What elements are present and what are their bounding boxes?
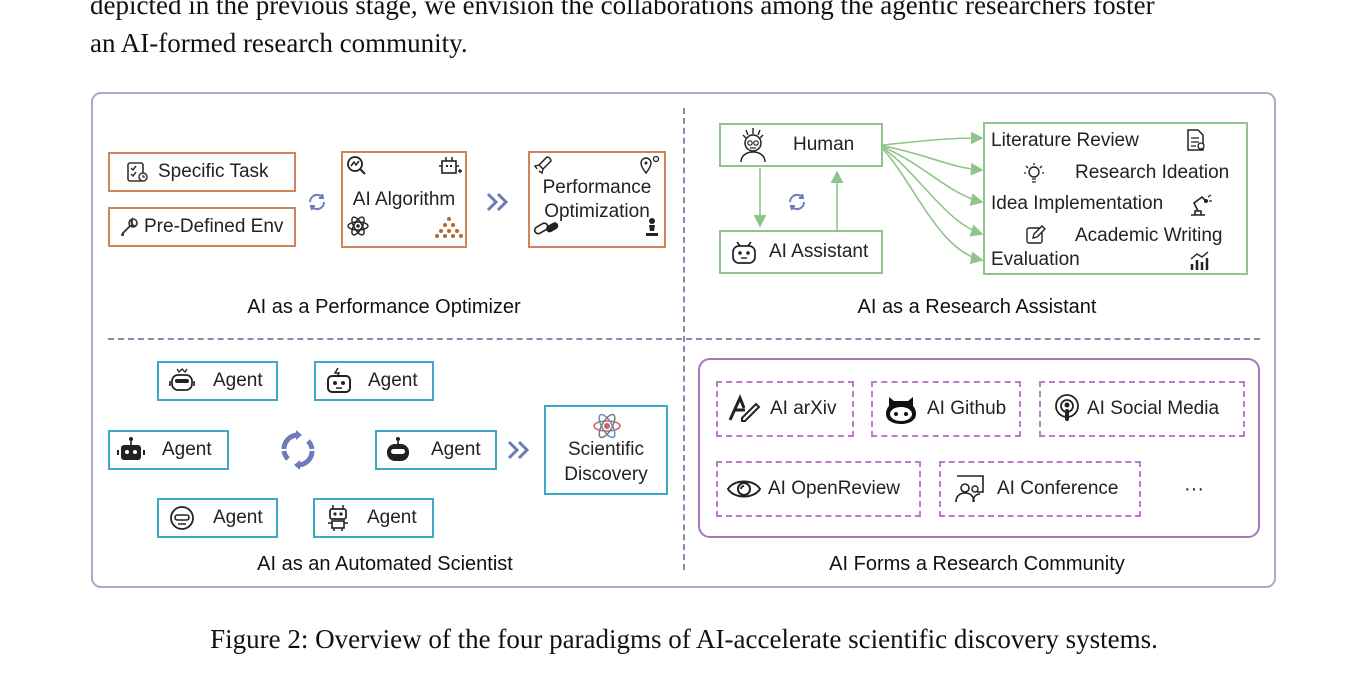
robot-antenna-icon (117, 437, 145, 463)
ai-social-media-box: AI Social Media (1039, 381, 1245, 437)
double-chevron-icon (486, 192, 510, 217)
agent-box-1: Agent (157, 361, 278, 401)
pill-icon (533, 219, 561, 244)
podcast-icon (1053, 393, 1081, 425)
robot-body-icon (325, 505, 351, 531)
agent-box-2: Agent (314, 361, 434, 401)
optimization-label: Optimization (544, 200, 650, 222)
q2-title: AI as a Research Assistant (857, 296, 1097, 318)
scientific-label: Scientific (567, 439, 645, 460)
robot-lightning-icon (326, 367, 352, 394)
agent-box-5: Agent (157, 498, 278, 538)
pencil-edit-icon (1025, 224, 1047, 251)
ai-openreview-label: AI OpenReview (768, 478, 901, 499)
chess-pawn-icon (645, 217, 659, 244)
large-cycle-icon (276, 429, 320, 476)
agent-box-3: Agent (108, 430, 229, 470)
q3-title: AI as an Automated Scientist (257, 553, 513, 575)
literature-review-label: Literature Review (991, 130, 1139, 151)
pre-defined-env-label: Pre-Defined Env (144, 216, 284, 237)
ai-openreview-box: AI OpenReview (716, 461, 921, 517)
lightbulb-icon (1023, 162, 1045, 191)
ai-algorithm-label: AI Algorithm (352, 188, 456, 210)
discovery-label: Discovery (564, 464, 648, 485)
research-tasks-box: Literature Review Research Ideation Idea… (983, 122, 1248, 275)
eye-icon (726, 474, 762, 504)
q4-title: AI Forms a Research Community (829, 553, 1125, 575)
figure-caption: Figure 2: Overview of the four paradigms… (210, 624, 1158, 654)
agent-label-1: Agent (213, 370, 263, 391)
cycle-icon-2 (786, 192, 808, 217)
github-logo-icon (883, 393, 919, 425)
arxiv-logo-icon (728, 394, 761, 422)
robot-visor-icon (385, 437, 411, 463)
human-box: Human (719, 123, 883, 167)
robot-round-icon (169, 505, 195, 531)
double-chevron-icon-2 (507, 440, 531, 465)
ai-github-label: AI Github (927, 398, 1007, 419)
performance-optimization-box: Performance Optimization (528, 151, 666, 248)
agent-label-6: Agent (367, 507, 417, 528)
research-ideation-label: Research Ideation (1075, 162, 1230, 183)
ai-arxiv-box: AI arXiv (716, 381, 854, 437)
ai-conference-box: AI Conference (939, 461, 1141, 517)
agent-label-3: Agent (162, 439, 212, 460)
agent-box-4: Agent (375, 430, 497, 470)
robot-face-icon (729, 237, 759, 267)
academic-writing-label: Academic Writing (1075, 225, 1223, 246)
ai-algorithm-box: AI Algorithm (341, 151, 467, 248)
body-text-line-1: depicted in the previous stage, we envis… (90, 0, 1155, 20)
more-ellipsis: ··· (1184, 478, 1204, 500)
scientist-icon (735, 127, 771, 163)
atom-science-icon (592, 411, 622, 448)
performance-label: Performance (542, 176, 652, 198)
bar-chart-icon (1189, 250, 1211, 277)
human-label: Human (793, 134, 855, 155)
q1-title: AI as a Performance Optimizer (247, 296, 521, 318)
agent-label-4: Agent (431, 439, 481, 460)
pre-defined-env-box: Pre-Defined Env (108, 207, 296, 247)
ai-assistant-box: AI Assistant (719, 230, 883, 274)
robot-arm-icon (1187, 191, 1213, 222)
wrench-icon (116, 214, 142, 240)
research-assistant-arrows (753, 131, 984, 265)
horizontal-divider (108, 338, 1260, 340)
ai-conference-label: AI Conference (997, 478, 1119, 499)
scientific-discovery-box: Scientific Discovery (544, 405, 668, 495)
agent-label-2: Agent (368, 370, 418, 391)
checklist-icon (124, 159, 150, 185)
document-icon (1185, 128, 1207, 157)
ai-social-media-label: AI Social Media (1087, 398, 1220, 419)
idea-implementation-label: Idea Implementation (991, 193, 1164, 214)
atom-icon (346, 214, 370, 244)
body-text-line-2: an AI-formed research community. (90, 28, 468, 58)
figure-frame (91, 92, 1276, 588)
ai-github-box: AI Github (871, 381, 1021, 437)
evaluation-label: Evaluation (991, 249, 1080, 270)
robot-crown-icon (169, 368, 195, 394)
location-pin-icon (639, 155, 661, 182)
specific-task-box: Specific Task (108, 152, 296, 192)
chart-search-icon (346, 155, 368, 183)
agent-box-6: Agent (313, 498, 434, 538)
specific-task-label: Specific Task (158, 161, 269, 182)
cycle-icon (306, 192, 328, 217)
people-group-icon (953, 474, 987, 504)
community-container (698, 358, 1260, 538)
rocket-icon (533, 155, 553, 182)
agent-label-5: Agent (213, 507, 263, 528)
body-text: depicted in the previous stage, we envis… (90, 0, 1155, 62)
ai-assistant-label: AI Assistant (769, 241, 869, 262)
neural-network-icon (435, 216, 463, 244)
ai-arxiv-label: AI arXiv (770, 398, 837, 419)
robot-chip-icon (438, 155, 462, 183)
